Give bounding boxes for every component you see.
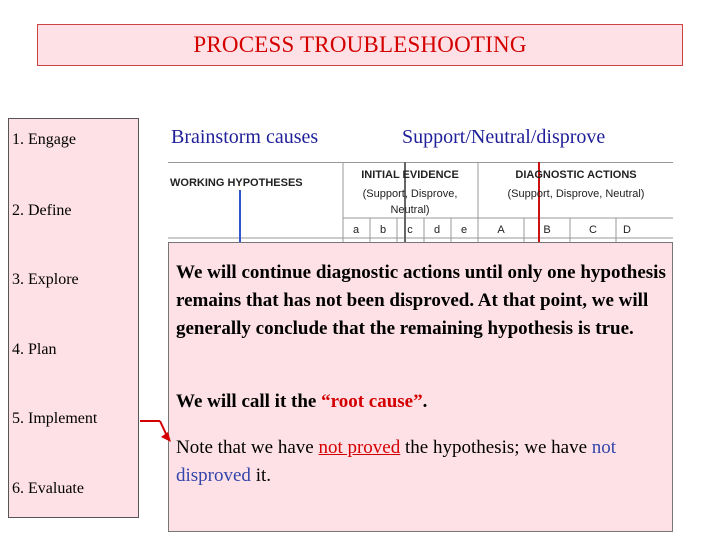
action-col-C: C <box>589 224 597 236</box>
action-col-D: D <box>623 224 631 236</box>
root-cause-prefix: We will call it the <box>176 391 322 412</box>
note-part-e: it. <box>250 465 271 486</box>
action-col-B: B <box>543 224 550 236</box>
header-brainstorm: Brainstorm causes <box>171 126 319 148</box>
page-title: PROCESS TROUBLESHOOTING <box>37 24 683 66</box>
header-support: Support/Neutral/disprove <box>402 126 606 148</box>
step-define: 2. Define <box>12 202 72 219</box>
col-initial-evidence-sub2: Neutral) <box>390 204 429 216</box>
evidence-col-c: c <box>407 224 413 236</box>
action-col-labels: A B C D <box>497 224 631 236</box>
explanation-panel <box>168 242 673 532</box>
root-cause-suffix: . <box>422 391 428 412</box>
evidence-col-labels: a b c d e <box>353 224 467 236</box>
evidence-col-b: b <box>380 224 386 236</box>
col-working-hypotheses: WORKING HYPOTHESES <box>170 177 303 189</box>
paragraph-not-proved: Note that we have not proved the hypothe… <box>176 434 671 490</box>
evidence-col-e: e <box>461 224 467 236</box>
hypothesis-table: WORKING HYPOTHESES INITIAL EVIDENCE (Sup… <box>168 162 673 242</box>
step-plan: 4. Plan <box>12 341 57 358</box>
page-title-text: PROCESS TROUBLESHOOTING <box>193 32 527 57</box>
step-implement: 5. Implement <box>12 410 98 427</box>
col-initial-evidence: INITIAL EVIDENCE <box>361 169 459 181</box>
steps-panel <box>8 118 139 518</box>
col-initial-evidence-sub1: (Support, Disprove, <box>363 188 458 200</box>
step-explore: 3. Explore <box>12 271 79 288</box>
not-disproved-highlight: not disproved <box>176 437 617 486</box>
evidence-col-d: d <box>434 224 440 236</box>
evidence-col-a: a <box>353 224 360 236</box>
col-diagnostic-actions-sub: (Support, Disprove, Neutral) <box>508 188 645 200</box>
paragraph-root-cause: We will call it the “root cause”. <box>176 388 671 416</box>
not-proved-highlight: not proved <box>318 437 401 458</box>
hypothesis-table-grid: WORKING HYPOTHESES INITIAL EVIDENCE (Sup… <box>168 162 673 242</box>
root-cause-highlight: “root cause” <box>321 391 423 412</box>
action-col-A: A <box>497 224 505 236</box>
step-evaluate: 6. Evaluate <box>12 480 84 497</box>
note-part-c: the hypothesis; we have <box>400 437 592 458</box>
col-diagnostic-actions: DIAGNOSTIC ACTIONS <box>515 169 636 181</box>
paragraph-diagnostic-actions: We will continue diagnostic actions unti… <box>176 262 666 339</box>
note-part-a: Note that we have <box>176 437 319 458</box>
step-engage: 1. Engage <box>12 131 76 148</box>
